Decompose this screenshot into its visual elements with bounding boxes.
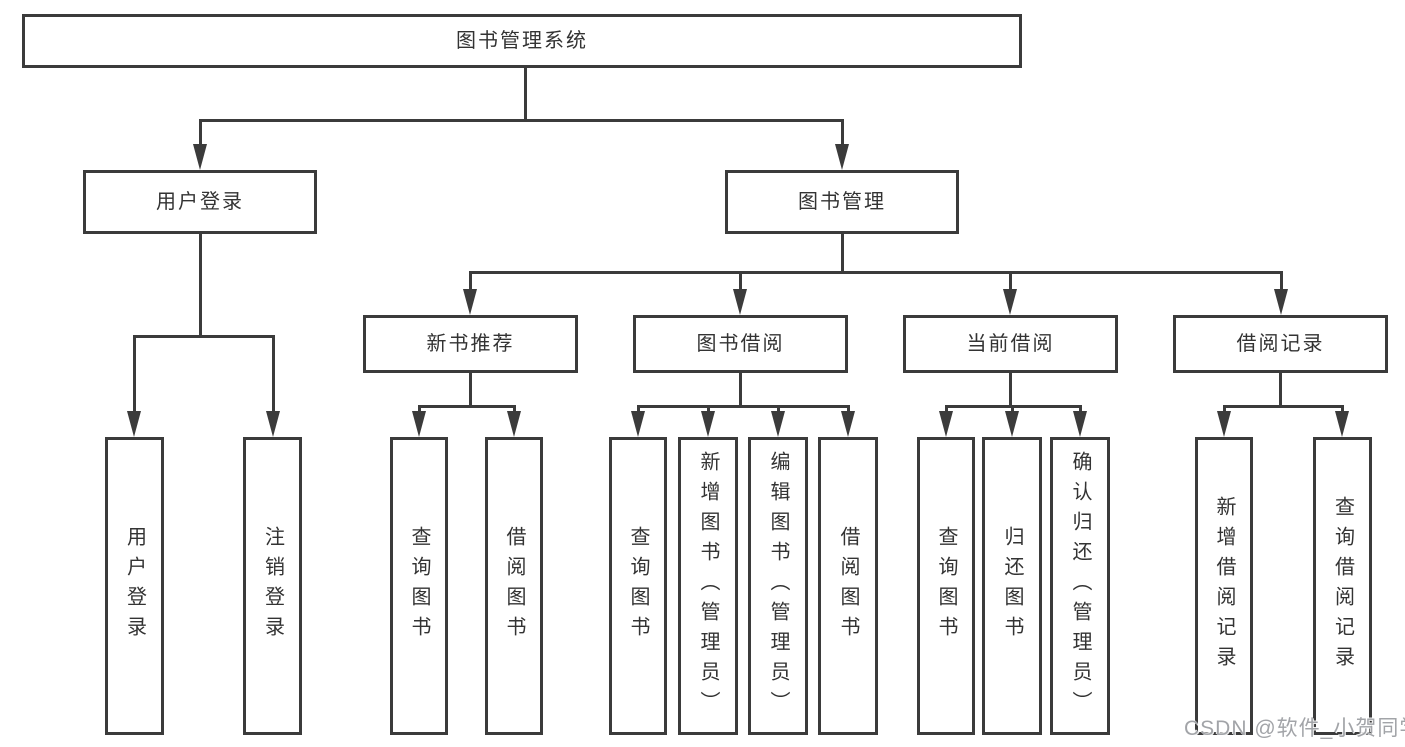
arrow-down-icon (1335, 411, 1349, 437)
arrow-down-icon (463, 289, 477, 315)
node-leaf-add-borrow-record: 新增借阅记录 (1195, 437, 1253, 735)
node-borrowing-records: 借阅记录 (1173, 315, 1388, 373)
arrow-shaft (198, 120, 202, 156)
node-leaf-query-book-2: 查询图书 (609, 437, 667, 735)
node-leaf-edit-book: 编辑图书（管理员） (748, 437, 808, 735)
arrow-down-icon (1274, 289, 1288, 315)
node-leaf-logout: 注销登录 (243, 437, 302, 735)
node-new-book-recommend: 新书推荐 (363, 315, 578, 373)
arrow-shaft (468, 272, 472, 301)
node-leaf-user-login: 用户登录 (105, 437, 164, 735)
node-leaf-query-book-3: 查询图书 (917, 437, 975, 735)
connector-line (840, 234, 844, 273)
connector-line (417, 404, 516, 408)
watermark-text: CSDN @软件_小贺同学 (1184, 717, 1405, 740)
node-leaf-borrow-book-1: 借阅图书 (485, 437, 543, 735)
arrow-down-icon (193, 144, 207, 170)
arrow-down-icon (631, 411, 645, 437)
arrow-shaft (1279, 272, 1283, 301)
node-leaf-return-book: 归还图书 (982, 437, 1042, 735)
connector-line (636, 404, 850, 408)
node-leaf-query-book-1: 查询图书 (390, 437, 448, 735)
arrow-down-icon (1003, 289, 1017, 315)
arrow-down-icon (1005, 411, 1019, 437)
node-leaf-confirm-return: 确认归还（管理员） (1050, 437, 1110, 735)
arrow-down-icon (1217, 411, 1231, 437)
arrow-down-icon (1073, 411, 1087, 437)
connector-line (1278, 373, 1282, 407)
arrow-shaft (271, 336, 275, 423)
arrow-down-icon (507, 411, 521, 437)
node-leaf-borrow-book-2: 借阅图书 (818, 437, 878, 735)
node-leaf-query-borrow-record: 查询借阅记录 (1313, 437, 1372, 735)
connector-line (198, 118, 844, 122)
connector-line (468, 270, 1283, 274)
arrow-down-icon (266, 411, 280, 437)
connector-line (468, 373, 472, 407)
arrow-shaft (738, 272, 742, 301)
node-user-login: 用户登录 (83, 170, 317, 234)
connector-line (1222, 404, 1344, 408)
connector-line (198, 234, 202, 337)
connector-line (738, 373, 742, 407)
node-current-borrowing: 当前借阅 (903, 315, 1118, 373)
connector-line (523, 68, 527, 121)
arrow-shaft (1008, 272, 1012, 301)
arrow-down-icon (127, 411, 141, 437)
arrow-down-icon (835, 144, 849, 170)
arrow-down-icon (771, 411, 785, 437)
arrow-down-icon (841, 411, 855, 437)
arrow-down-icon (939, 411, 953, 437)
arrow-shaft (132, 336, 136, 423)
node-root: 图书管理系统 (22, 14, 1022, 68)
arrow-down-icon (733, 289, 747, 315)
node-leaf-add-book: 新增图书（管理员） (678, 437, 738, 735)
connector-line (1008, 373, 1012, 407)
node-book-management: 图书管理 (725, 170, 959, 234)
arrow-down-icon (412, 411, 426, 437)
node-book-borrowing: 图书借阅 (633, 315, 848, 373)
arrow-shaft (840, 120, 844, 156)
arrow-down-icon (701, 411, 715, 437)
connector-line (132, 334, 275, 338)
